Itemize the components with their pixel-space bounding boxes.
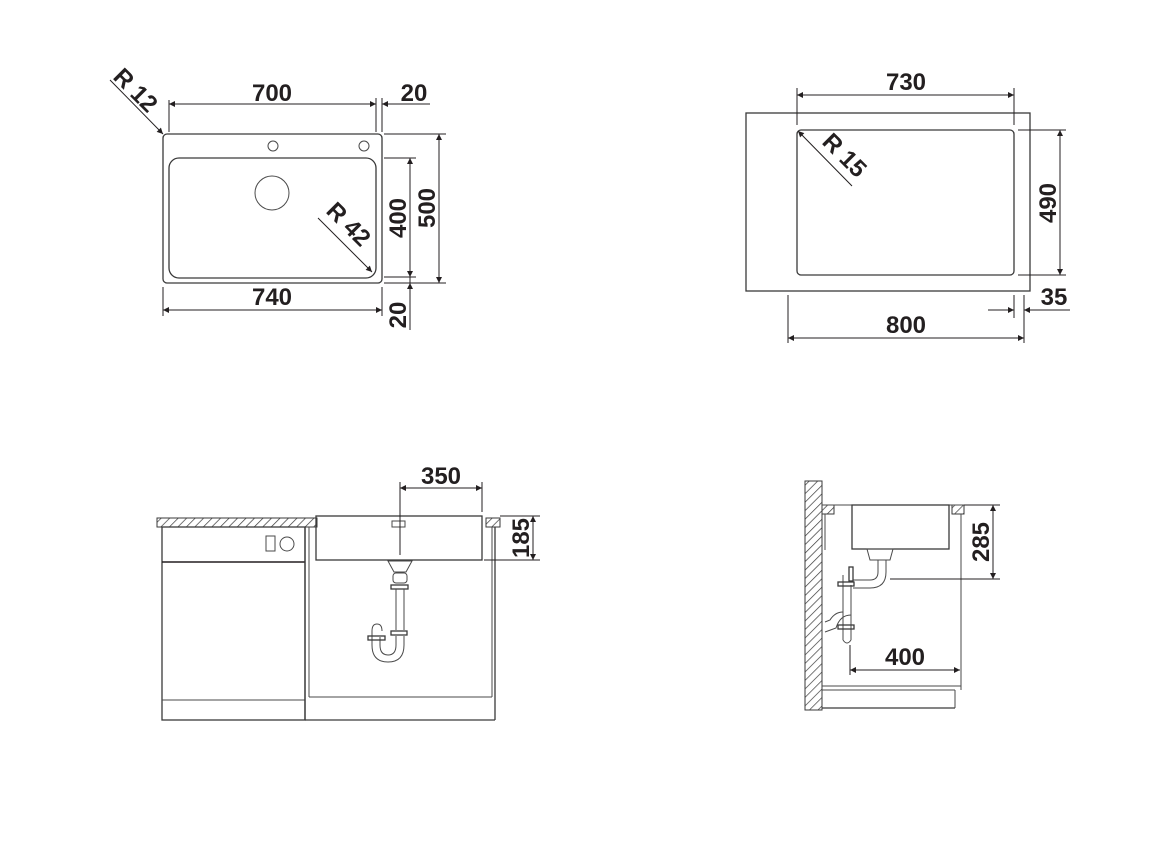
sink-bowl-side [851, 504, 950, 550]
countertop-front-hatched [951, 504, 965, 515]
dishwasher-control-knob [279, 536, 295, 552]
dim-350: 350 [421, 463, 461, 490]
front-view: 350 185 [156, 463, 540, 721]
dim-20-bottom: 20 [385, 302, 412, 329]
sink-bowl-outline [168, 157, 377, 279]
countertop-right-hatched [485, 517, 501, 528]
dim-800: 800 [886, 312, 926, 339]
drain-hole [254, 175, 290, 211]
dim-400-vertical: 400 [385, 198, 412, 238]
dim-35: 35 [1041, 284, 1068, 311]
dim-400-horizontal: 400 [885, 644, 925, 671]
countertop-outline [745, 112, 1031, 292]
countertop-back-hatched [821, 504, 835, 515]
top-view: 700 20 R 12 R 42 400 500 740 20 [108, 63, 446, 330]
sink-bowl-front [315, 515, 483, 561]
dim-740: 740 [252, 284, 292, 311]
dim-490: 490 [1035, 183, 1062, 223]
dim-730: 730 [886, 69, 926, 96]
overflow-slot [391, 520, 406, 528]
siphon-trap-front [367, 560, 413, 663]
side-view: 285 400 [804, 480, 1000, 711]
countertop-left-hatched [156, 517, 318, 528]
cutout-view: 730 R 15 490 35 800 [745, 69, 1070, 343]
siphon-trap-side [824, 548, 894, 644]
dim-700: 700 [252, 80, 292, 107]
cutout-outline [796, 129, 1015, 276]
dishwasher-cabinet [161, 526, 306, 721]
wall-hatched [804, 480, 823, 711]
dim-185: 185 [508, 518, 535, 558]
dim-r42: R 42 [321, 197, 376, 252]
dim-20-right: 20 [401, 80, 428, 107]
sink-outer-outline [162, 133, 383, 284]
dim-500: 500 [414, 188, 441, 228]
tap-hole-1 [267, 140, 279, 152]
dim-285: 285 [968, 522, 995, 562]
dishwasher-control-square [265, 535, 276, 552]
dim-r12: R 12 [108, 63, 163, 118]
tap-hole-2 [358, 140, 370, 152]
dim-r15: R 15 [817, 128, 872, 183]
